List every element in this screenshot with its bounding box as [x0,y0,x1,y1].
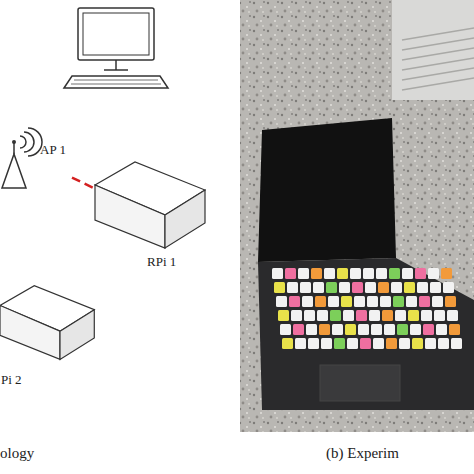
keyboard-key [421,310,432,321]
photo [240,0,474,432]
keyboard-key [404,282,415,293]
keyboard-key [280,324,291,335]
raspberry-pi-box: Pi 2 [0,284,96,390]
keyboard-key [334,338,345,349]
keyboard-key [371,324,382,335]
keyboard-key [417,282,428,293]
keyboard-key [302,296,313,307]
keyboard-key [419,296,430,307]
raspberry-pi-box: RPi 1 [95,160,207,272]
keyboard-key [408,310,419,321]
caption-fragment: (b) Experim [326,445,399,462]
node-label: AP 1 [40,142,66,158]
keyboard-key [276,296,287,307]
keyboard-key [384,324,395,335]
computer-symbol [64,8,168,88]
access-point: AP 1 [0,128,72,192]
keyboard-key [376,268,387,279]
keyboard-key [443,282,454,293]
keyboard-key [321,338,332,349]
keyboard-key [341,296,352,307]
keyboard-key [354,296,365,307]
keyboard-key [397,324,408,335]
keyboard-key [295,338,306,349]
keyboard-key [415,268,426,279]
keyboard-key [315,296,326,307]
keyboard-key [293,324,304,335]
keyboard-key [378,282,389,293]
node-label: Pi 2 [1,372,22,388]
keyboard-key [425,338,436,349]
keyboard-key [360,338,371,349]
keyboard-key [326,282,337,293]
keyboard-key [300,282,311,293]
keyboard-key [332,324,343,335]
keyboard-key [451,338,462,349]
keyboard-key [449,324,460,335]
keyboard-key [393,296,404,307]
wireless-link [72,178,95,189]
keyboard-key [369,310,380,321]
keyboard-key [430,282,441,293]
keyboard-key [278,310,289,321]
keyboard-key [423,324,434,335]
keyboard-key [389,268,400,279]
keyboard-key [272,268,283,279]
keyboard-key [306,324,317,335]
keyboard-key [365,282,376,293]
keyboard-key [380,296,391,307]
keyboard-key [436,324,447,335]
keyboard-key [339,282,350,293]
keyboard-key [291,310,302,321]
keyboard-key [337,268,348,279]
keyboard-key [298,268,309,279]
keyboard-key [350,268,361,279]
keyboard-key [432,296,443,307]
keyboard-key [382,310,393,321]
caption-fragment: ology [0,445,34,462]
keyboard-key [399,338,410,349]
keyboard-key [356,310,367,321]
keyboard-key [304,310,315,321]
keyboard-key [324,268,335,279]
keyboard-key [311,268,322,279]
keyboard-key [434,310,445,321]
keyboard-key [441,268,452,279]
node-label: RPi 1 [147,254,176,270]
keyboard-key [391,282,402,293]
keyboard-key [330,310,341,321]
keyboard-key [447,310,458,321]
node-outline [0,128,72,192]
keyboard-key [386,338,397,349]
keyboard-key [428,268,439,279]
keyboard-key [363,268,374,279]
keyboard-key [345,324,356,335]
keyboard-key [406,296,417,307]
keyboard-key [308,338,319,349]
keyboard-key [343,310,354,321]
keyboard-key [285,268,296,279]
keyboard-key [373,338,384,349]
keyboard-key [289,296,300,307]
keyboard-key [395,310,406,321]
keyboard-key [402,268,413,279]
keyboard-key [274,282,285,293]
keyboard-key [410,324,421,335]
keyboard-key [287,282,298,293]
keyboard-key [328,296,339,307]
keyboard-key [282,338,293,349]
keyboard-key [445,296,456,307]
keyboard-key [317,310,328,321]
keyboard-key [367,296,378,307]
keyboard-key [347,338,358,349]
keyboard-key [319,324,330,335]
keyboard-key [438,338,449,349]
keyboard-key [412,338,423,349]
keyboard-key [352,282,363,293]
keyboard-key [358,324,369,335]
keyboard-key [313,282,324,293]
